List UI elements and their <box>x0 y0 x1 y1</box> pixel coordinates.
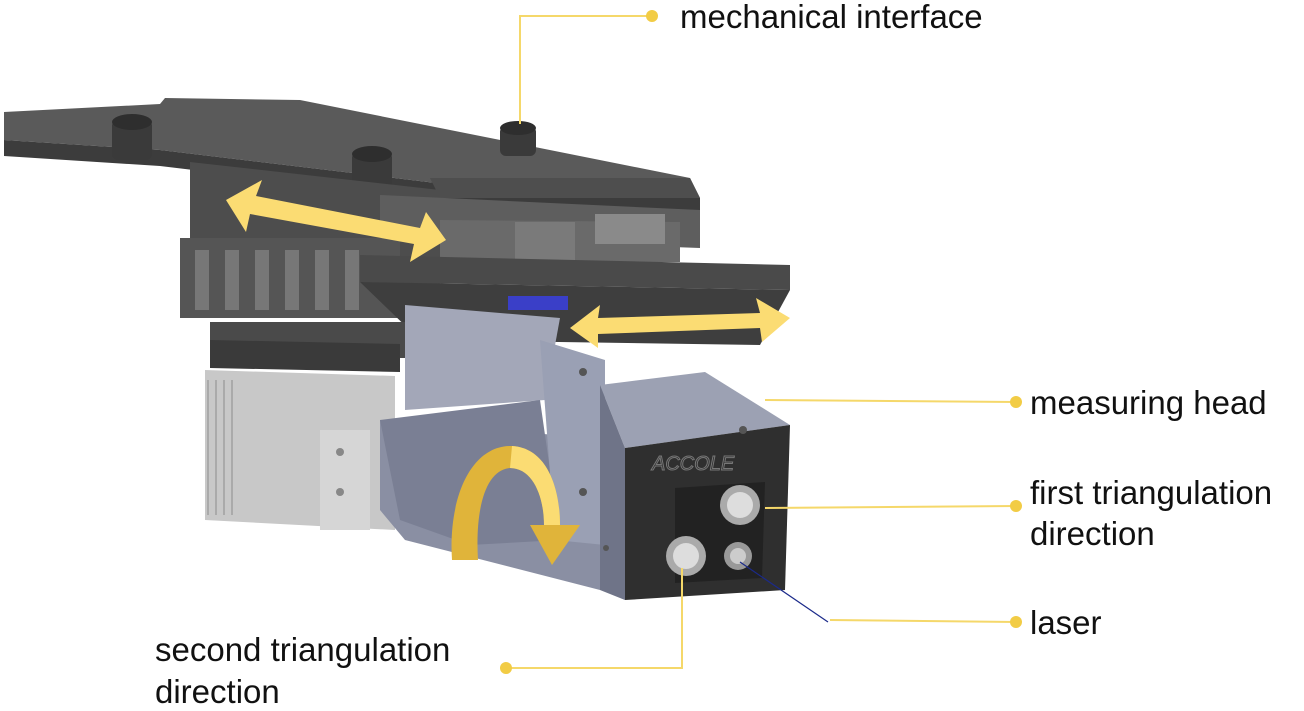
callout-mechanical-interface <box>519 15 652 124</box>
label-laser: laser <box>1030 604 1102 641</box>
label-measuring-head: measuring head <box>1030 384 1267 421</box>
label-mechanical-interface: mechanical interface <box>680 0 983 35</box>
callout-measuring-head <box>764 399 1017 403</box>
linear-motion-arrow-upper <box>226 180 446 262</box>
linear-motion-arrow-lower <box>570 298 790 348</box>
callout-dot-first-triangulation <box>1010 500 1022 512</box>
rotation-arrow <box>451 445 580 565</box>
callout-dot-laser <box>1010 616 1022 628</box>
sensor-face: ACCOLE <box>625 425 790 600</box>
callout-second-triangulation <box>506 568 683 669</box>
motor-housing <box>205 370 395 530</box>
callout-dot-second-triangulation <box>500 662 512 674</box>
mechanical-interface-plate <box>4 98 700 214</box>
label-first-triangulation-line2: direction <box>1030 515 1155 552</box>
callout-laser <box>829 619 1017 623</box>
callout-dot-mechanical-interface <box>646 10 658 22</box>
label-second-triangulation-line2: direction <box>155 673 280 710</box>
brand-logo: ACCOLE <box>651 453 735 475</box>
label-first-triangulation-line1: first triangulation <box>1030 474 1273 511</box>
callout-dot-measuring-head <box>1010 396 1022 408</box>
callout-first-triangulation <box>764 505 1017 509</box>
laser-beam <box>739 561 829 623</box>
label-second-triangulation-line1: second triangulation <box>155 631 451 668</box>
